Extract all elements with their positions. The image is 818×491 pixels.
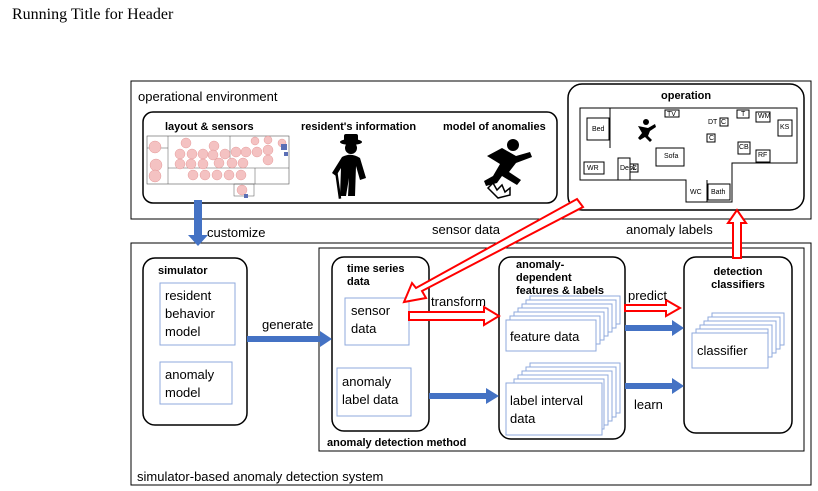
sensor-data-arrow — [402, 197, 585, 304]
blue-arrows — [188, 200, 684, 404]
resident-model-box — [159, 282, 236, 346]
label-data-label: anomaly label data — [342, 374, 399, 407]
label-data-box — [336, 367, 412, 417]
predict-arrow — [624, 298, 683, 318]
feature-data-label: feature data — [510, 329, 580, 344]
operation-title: operation — [661, 90, 712, 102]
resident-model-label: resident behavior model — [165, 288, 215, 339]
operation-person-icon — [638, 119, 656, 142]
label-interval-label: label interval data — [510, 393, 583, 426]
label-to-interval-arrow — [429, 388, 499, 404]
sensor-data-box — [344, 297, 410, 346]
environment-panel — [142, 111, 558, 204]
learn-label: learn — [634, 397, 663, 412]
system-box — [130, 242, 812, 486]
anomaly-label-arrow — [726, 208, 748, 259]
transform-arrow — [408, 305, 501, 327]
system-title: simulator-based anomaly detection system — [137, 469, 384, 484]
sensor-data-flow-label: sensor data — [432, 222, 500, 237]
predict-label: predict — [628, 288, 668, 303]
red-arrows — [402, 197, 748, 327]
environment-title: operational environment — [138, 89, 278, 104]
room-wm: WM — [758, 113, 771, 120]
features-title: anomaly-dependent features & labels — [516, 259, 605, 297]
room-bed: Bed — [592, 126, 605, 133]
room-desk: Desk — [620, 165, 636, 172]
generate-arrow — [247, 331, 332, 347]
method-box — [318, 247, 805, 452]
learn-arrow — [625, 378, 684, 394]
transform-label: transform — [431, 294, 486, 309]
sensor-data-label: sensor data — [351, 303, 391, 336]
detection-title: detection classifiers — [711, 266, 765, 291]
resident-title: resident's information — [301, 121, 417, 133]
room-bath: Bath — [711, 189, 726, 196]
feature-to-classifier-arrow — [625, 320, 684, 336]
room-tv: TV — [667, 111, 676, 118]
method-title: anomaly detection method — [327, 437, 467, 449]
customize-arrow — [188, 200, 208, 246]
classifier-stack — [691, 312, 785, 369]
time-series-title: time series data — [347, 263, 405, 288]
room-ks: KS — [780, 124, 790, 131]
room-cb: CB — [739, 144, 749, 151]
room-rf: RF — [758, 152, 768, 159]
generate-label: generate — [262, 317, 314, 332]
feature-data-stack — [505, 295, 621, 352]
falling-person-icon — [484, 139, 532, 199]
simulator-title: simulator — [158, 265, 208, 277]
room-dt: DT — [708, 119, 718, 126]
running-header: Running Title for Header — [12, 6, 174, 23]
anomaly-model-box — [159, 361, 233, 405]
anomaly-labels-flow-label: anomaly labels — [626, 222, 713, 237]
room-wc: WC — [690, 189, 702, 196]
layout-title: layout & sensors — [165, 121, 254, 133]
anomaly-model-label: anomaly model — [165, 367, 215, 400]
room-wr: WR — [587, 165, 599, 172]
floorplan-thumbnail — [146, 135, 290, 198]
environment-box — [130, 80, 812, 220]
room-c2: C — [709, 135, 715, 142]
label-interval-stack — [505, 362, 621, 436]
classifier-label: classifier — [697, 343, 748, 358]
operation-panel — [567, 83, 805, 211]
customize-label: customize — [207, 225, 266, 240]
room-sofa: Sofa — [664, 153, 679, 160]
anomalies-title: model of anomalies — [443, 121, 546, 133]
room-t: T — [741, 111, 746, 118]
elderly-person-icon — [332, 134, 366, 199]
room-c1: C — [721, 119, 727, 126]
room-c3: C — [632, 165, 638, 172]
operation-floorplan — [579, 107, 798, 203]
